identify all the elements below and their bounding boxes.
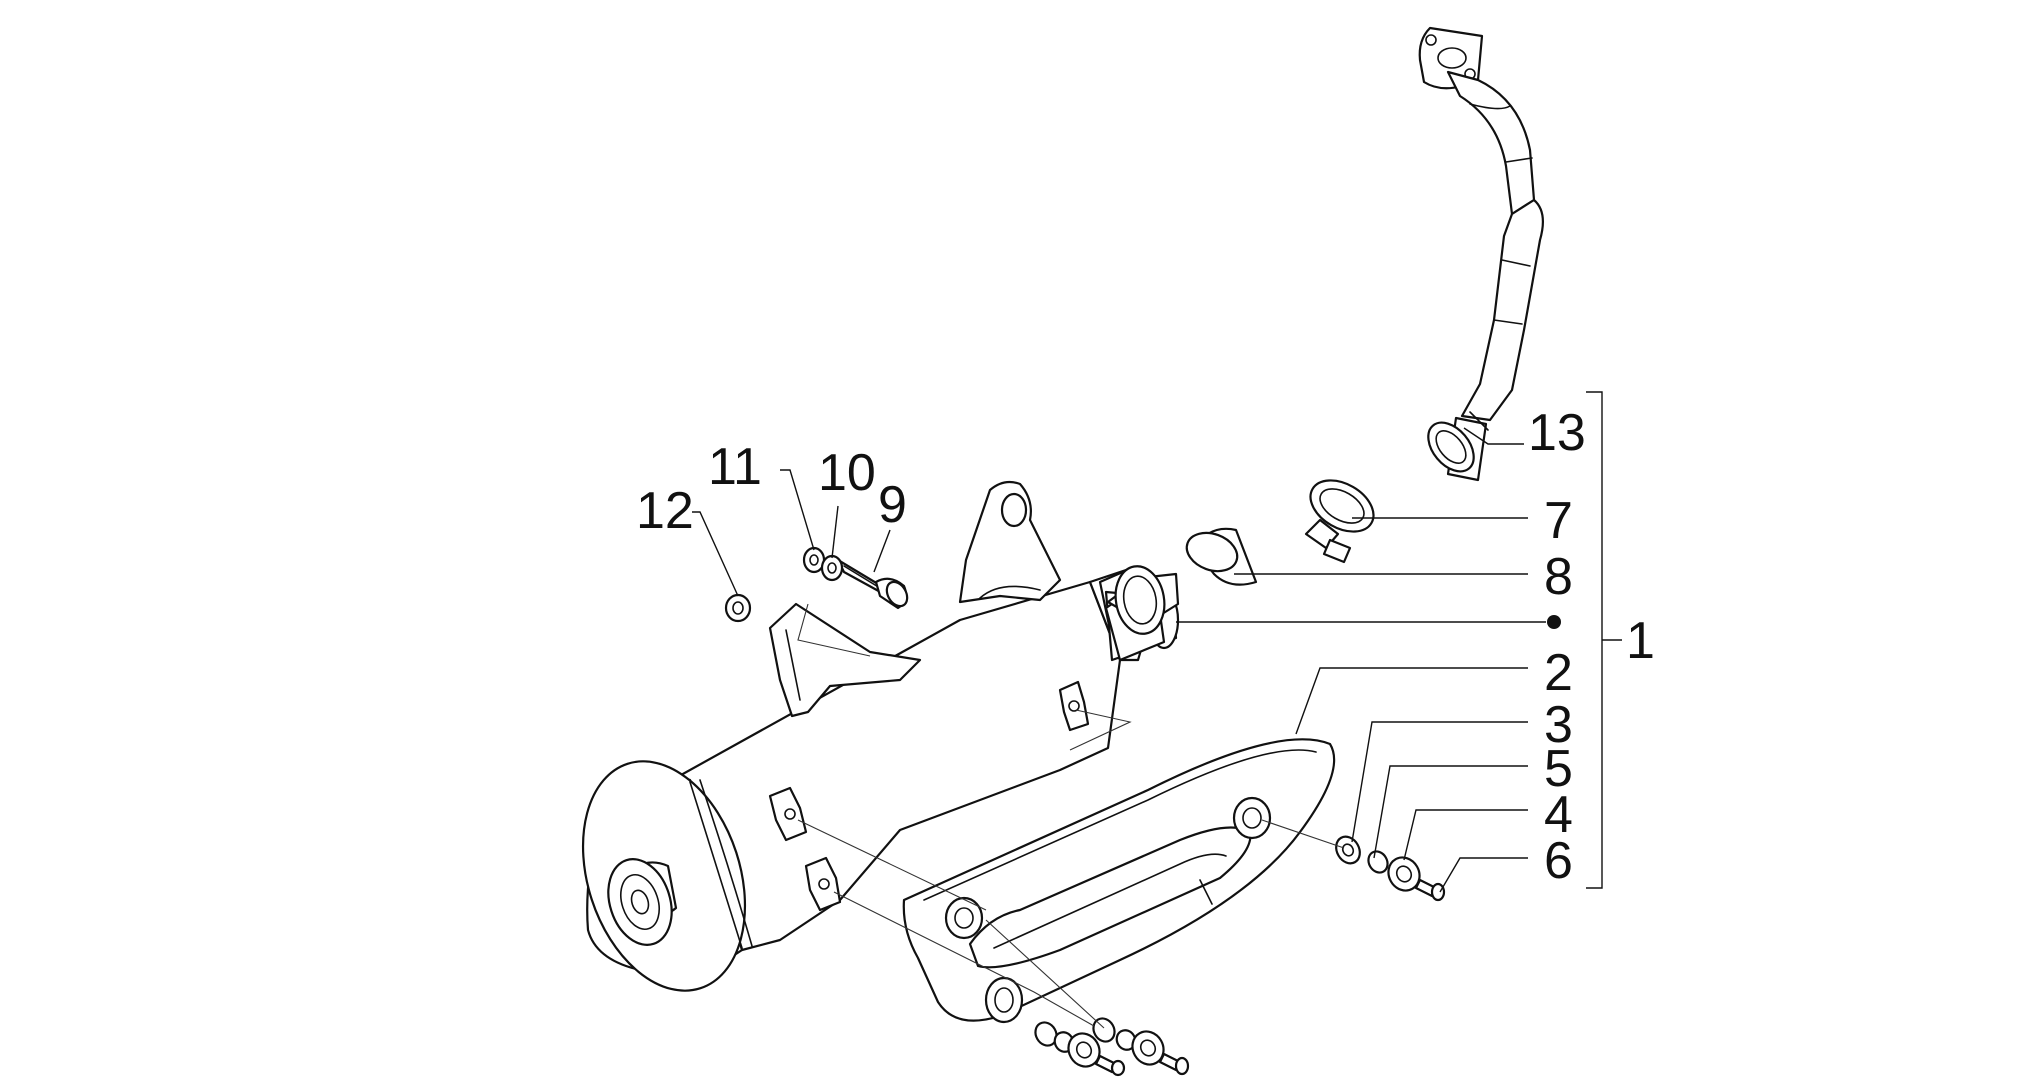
callout-6: 6 (1544, 832, 1573, 890)
side-mounting-bracket (768, 602, 922, 718)
assembly-marker-dot (1547, 615, 1561, 629)
heat-shield (902, 738, 1336, 1024)
callout-10: 10 (818, 444, 876, 502)
callout-4: 4 (1544, 786, 1573, 844)
bracket-bolt-set (724, 546, 909, 623)
leader-lines (692, 391, 1622, 893)
shield-mounting-clips (768, 680, 1090, 912)
callout-3: 3 (1544, 696, 1573, 754)
pipe-clamp (1304, 479, 1375, 564)
right-fastener-set (1335, 835, 1446, 902)
callout-11: 11 (708, 438, 762, 496)
callout-1: 1 (1626, 612, 1655, 670)
callout-labels: 13 7 8 1 2 3 5 4 6 9 10 11 12 (636, 404, 1655, 890)
callout-12: 12 (636, 482, 694, 540)
callout-8: 8 (1544, 548, 1573, 606)
callout-13: 13 (1528, 404, 1586, 462)
lower-fastener-set (1034, 1017, 1190, 1077)
exhaust-downpipe (1418, 26, 1545, 482)
callout-9: 9 (878, 476, 907, 534)
callout-5: 5 (1544, 740, 1573, 798)
callout-2: 2 (1544, 644, 1573, 702)
callout-7: 7 (1544, 492, 1573, 550)
upper-mounting-bracket (958, 480, 1062, 604)
silencer-body (581, 565, 1180, 992)
pipe-sleeve (1185, 527, 1258, 586)
assembly-guide-lines (797, 603, 1345, 1029)
